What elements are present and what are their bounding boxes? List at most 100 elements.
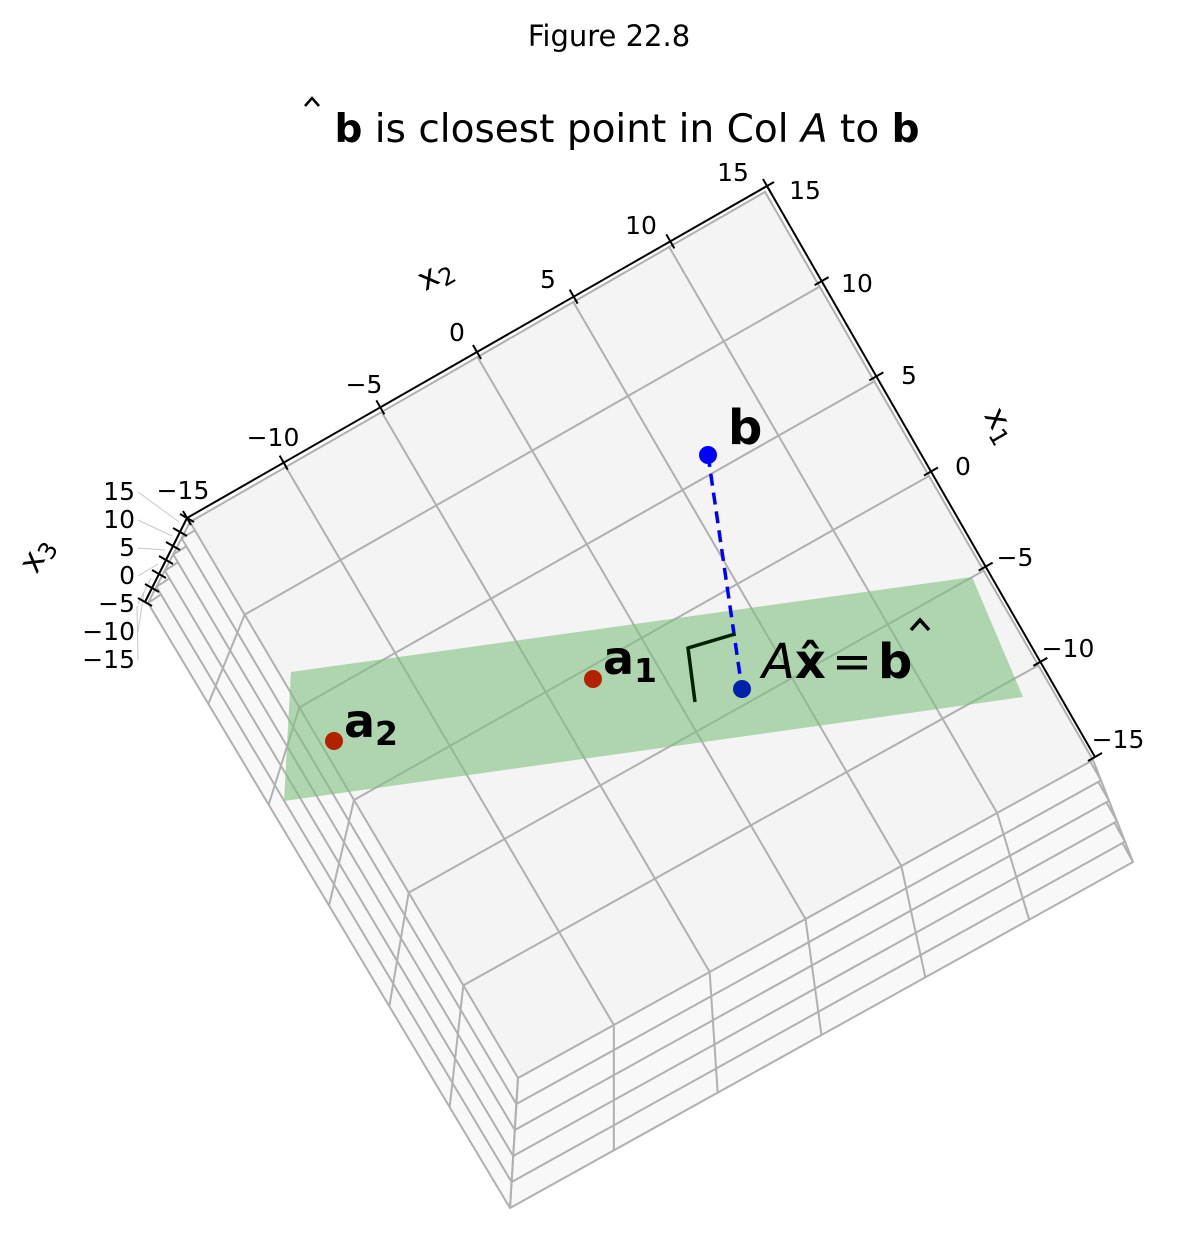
x1-tick-label: 15: [789, 176, 821, 205]
wall-grid-line: [454, 1033, 459, 1059]
x1-tick-label: −15: [1092, 725, 1145, 754]
wall-grid-line: [338, 841, 345, 864]
projection-line: [706, 454, 744, 690]
wall-grid-line: [328, 884, 335, 906]
x1-tick: [1032, 656, 1048, 667]
wall-grid-line: [1021, 898, 1031, 920]
x2-tick-label: −5: [346, 370, 383, 399]
x3-tick-label: −15: [82, 645, 135, 674]
wall-grid-line: [229, 632, 239, 651]
x2-tick: [568, 289, 579, 305]
wall-grid-line: [905, 888, 912, 911]
wall-grid-line: [710, 996, 714, 1021]
x2-tick: [472, 344, 482, 360]
point-bhat: [733, 680, 751, 698]
wall-grid-line: [403, 892, 410, 916]
wall-grid-line: [448, 1082, 454, 1108]
x3-tick: [165, 541, 181, 551]
x3-tick-label: −5: [98, 589, 135, 618]
wall-grid-line: [713, 1044, 718, 1069]
wall-grid-line: [180, 521, 191, 539]
wall-grid-line: [804, 918, 810, 943]
wall-grid-line: [807, 942, 813, 966]
wall-grid-line: [996, 812, 1005, 835]
wall-grid-line: [914, 932, 922, 956]
x2-tick-label: −10: [247, 423, 300, 452]
x3-tick: [137, 597, 153, 607]
wall-grid-line: [267, 784, 276, 805]
wall-grid-line: [207, 685, 217, 705]
x2-tick-label: 0: [449, 318, 465, 347]
wall-grid-line: [900, 865, 908, 889]
title-bhat: b: [334, 107, 362, 152]
x3-tick-leader: [137, 519, 173, 537]
wall-grid-line: [509, 1181, 513, 1209]
x1-tick-label: −5: [997, 543, 1034, 572]
x3-tick-label: 15: [103, 477, 135, 506]
wall-grid-line: [711, 1020, 716, 1045]
x1-tick: [978, 561, 994, 572]
x3-tick-leader: [136, 605, 139, 661]
point-a1: [584, 670, 602, 688]
bhat-hat-mark: [909, 617, 931, 632]
wall-grid-line: [1116, 820, 1126, 842]
col-a-plane: [284, 577, 1023, 801]
label-bhat: Ax̂=b: [759, 634, 912, 690]
x3-tick-leader: [137, 563, 159, 577]
x3-tick-label: 10: [103, 505, 135, 534]
wall-grid-line: [513, 1103, 518, 1131]
x3-tick-label: −10: [82, 617, 135, 646]
x3-tick-leader: [137, 547, 166, 551]
grid-line: [462, 664, 1039, 987]
wall-grid-line: [399, 915, 406, 939]
x3-tick: [172, 527, 188, 537]
title-hat-mark: [304, 96, 320, 107]
wall-grid-line: [715, 1068, 719, 1093]
axis-label-x2: x2: [410, 248, 461, 301]
wall-grid-line: [279, 745, 289, 767]
wall-grid-line: [510, 1155, 515, 1183]
label-a2: a2: [344, 694, 398, 753]
x2-tick: [665, 233, 676, 249]
wall-grid-line: [273, 765, 282, 786]
wall-grid-line: [236, 614, 246, 633]
x2-tick-label: 5: [540, 265, 556, 294]
wall-grid-line: [172, 537, 183, 555]
x2-tick-label: 15: [717, 158, 749, 187]
wall-grid-line: [388, 983, 395, 1007]
wall-grid-line: [1015, 876, 1024, 899]
x1-tick: [868, 371, 884, 382]
wall-grid-line: [814, 988, 820, 1012]
point-a2: [325, 732, 343, 750]
x3-tick-leader: [137, 491, 180, 523]
wall-grid-line: [155, 570, 166, 588]
wall-grid-line: [909, 910, 917, 934]
x2-tick-label: 10: [625, 211, 657, 240]
wall-grid-line: [1092, 759, 1102, 781]
wall-grid-line: [515, 1077, 519, 1105]
x1-tick-label: −10: [1042, 634, 1095, 663]
x1-tick-label: 0: [955, 452, 971, 481]
x1-tick-label: 10: [841, 269, 873, 298]
wall-grid-line: [214, 667, 224, 687]
label-b: b: [728, 400, 762, 456]
x3-tick: [158, 555, 174, 565]
wall-grid-line: [451, 1058, 457, 1083]
x2-tick: [762, 178, 772, 194]
axis-label-x3: x3: [10, 530, 63, 581]
x3-tick-label: 0: [119, 561, 135, 590]
wall-grid-line: [333, 863, 340, 885]
x1-tick: [923, 466, 939, 477]
x3-tick-leader: [137, 591, 145, 633]
wall-grid-line: [396, 937, 402, 962]
wall-grid-line: [343, 820, 350, 843]
x2-tick-label: −15: [157, 476, 210, 505]
wall-grid-line: [919, 954, 927, 978]
axis-label-x1: x1: [973, 400, 1026, 451]
point-b: [699, 446, 717, 464]
wall-grid-line: [459, 985, 465, 1010]
x3-tick-label: 5: [119, 533, 135, 562]
x1-tick: [814, 276, 830, 287]
